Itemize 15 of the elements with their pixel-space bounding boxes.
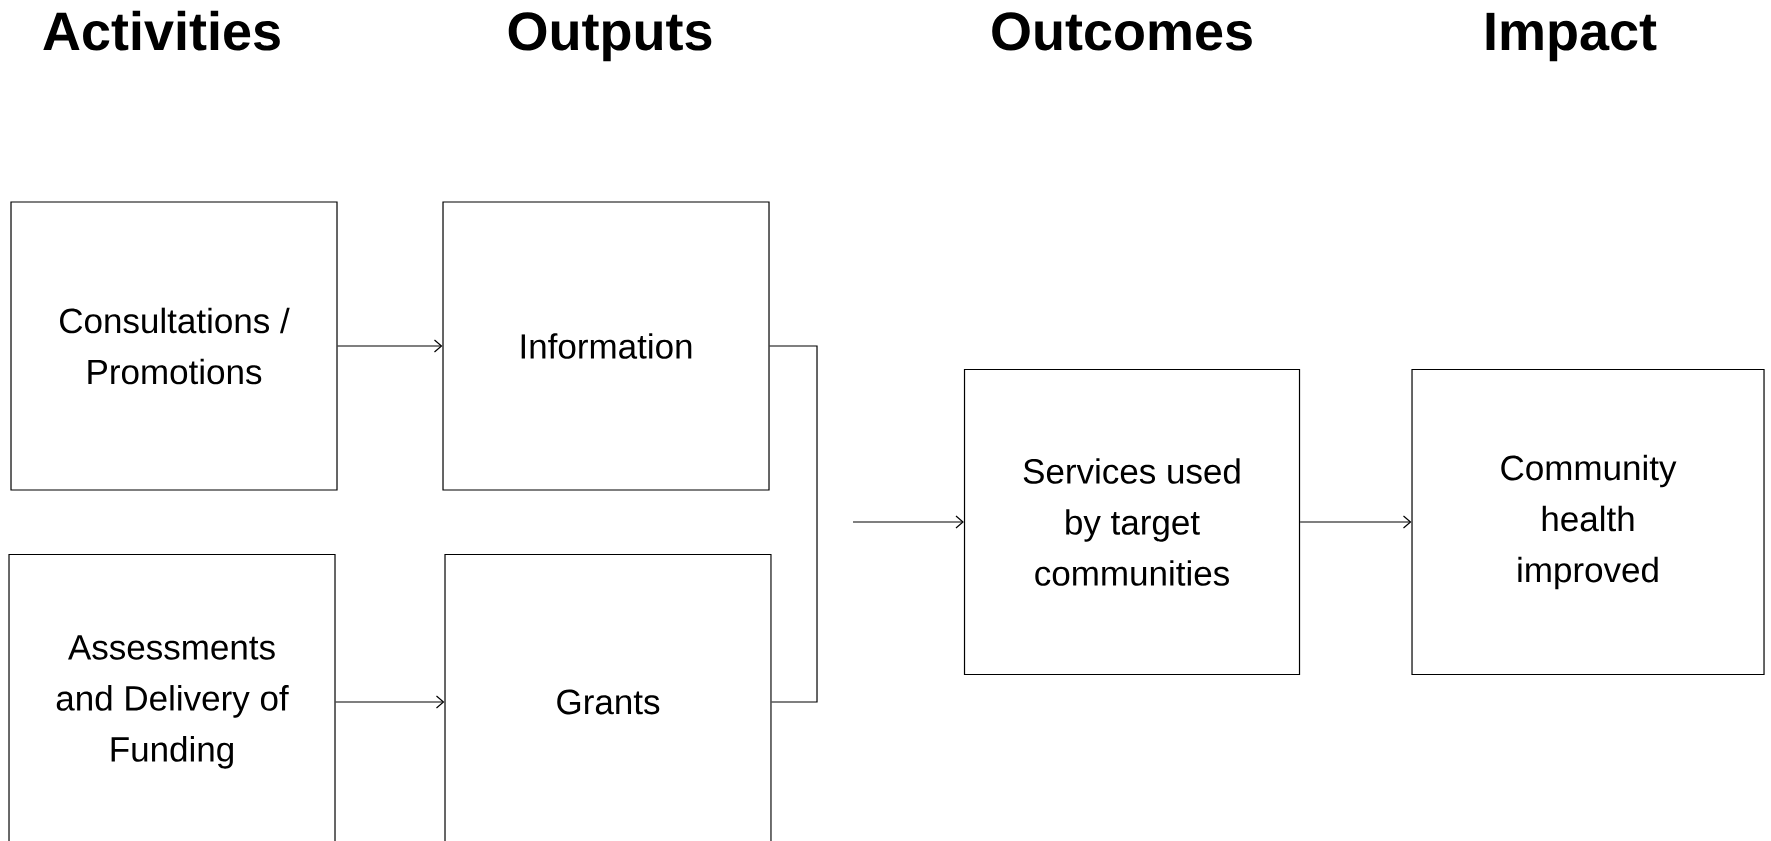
process-box: Assessments and Delivery of Funding [8,553,336,841]
process-box: Consultations / Promotions [10,201,338,491]
column-heading: Outcomes [992,12,1252,51]
column-heading: Activities [43,10,280,51]
process-box: Grants [444,553,772,841]
column-heading: Impact [1486,12,1657,62]
bracket-line [769,345,818,703]
column-heading: Outputs [508,12,712,62]
process-box: Services used by target communities [963,368,1301,676]
process-box: Community health improved [1411,368,1765,676]
arrow [337,339,443,353]
process-box: Information [442,201,770,491]
arrow [335,695,445,709]
arrow [852,515,964,529]
arrow [1299,515,1412,529]
